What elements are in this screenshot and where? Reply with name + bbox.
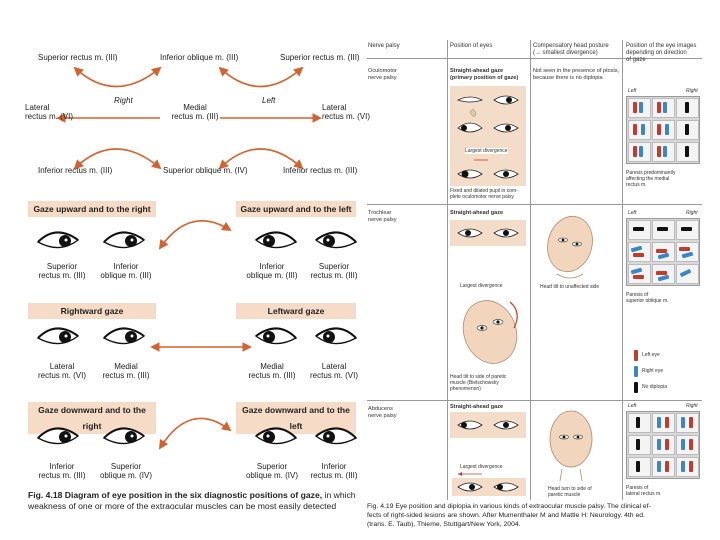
band-gaze-up-left: Gaze upward and to the left [236,201,356,217]
eye-label: Lateral rectus m. (VI) [34,362,90,380]
band-gaze-up-right: Gaze upward and to the right [28,201,156,217]
eye-label: Medial rectus m. (III) [98,362,154,380]
row-abducens-eyes-title: Straight-ahead gaze [450,404,503,411]
head-icon [540,405,602,483]
eye-icon [316,428,356,443]
eye-icon [256,232,296,247]
row-trochlear-eyes-title: Straight-ahead gaze [450,210,503,217]
row-trochlear-right: Right [686,210,698,216]
label-inferior-oblique-top: Inferior oblique m. (III) [160,53,238,62]
row-oculomotor-nerve: Oculomotor nerve palsy [368,68,397,81]
legend-no-diplopia: No diplopia [642,384,667,390]
row-trochlear-head: Head tilt to unaffected side [540,284,599,290]
eye-icon [38,232,78,247]
eye-label: Lateral rectus m. (VI) [306,362,362,380]
eye-icon [104,328,144,343]
header-nerve-palsy: Nerve palsy [368,43,400,50]
label-left: Left [262,96,275,105]
label-superior-rectus-right: Superior rectus m. (III) [280,53,360,62]
legend-right-eye-swatch [634,366,638,377]
row-abducens-head: Head turn to side of paretic muscle [548,486,592,498]
eye-icon [104,232,144,247]
label-lateral-rectus-right: Lateral rectus m. (VI) [322,103,370,121]
row-trochlear-left: Left [628,210,636,216]
eye-image-grid [626,96,700,164]
row-abducens-right: Right [686,403,698,409]
row-trochlear-eyes-note: Head tilt to side of paretic muscle (Bie… [450,374,506,392]
label-inferior-rectus-left: Inferior rectus m. (III) [38,166,112,175]
eye-image-grid [626,411,700,479]
row-trochlear-grid-note: Paresis of superior oblique m. [626,292,669,304]
header-head-posture: Compensatory head posture (→ smallest di… [533,43,609,57]
eye-position-drawing [452,222,524,244]
eye-position-drawing [452,86,524,186]
row-oculomotor-eyes-title: Straight-ahead gaze (primary position of… [450,68,518,81]
head-icon [537,212,603,284]
label-lateral-rectus-left: Lateral rectus m. (VI) [25,103,73,121]
label-inferior-rectus-right: Inferior rectus m. (III) [283,166,357,175]
legend-left-eye-swatch [634,350,638,361]
eye-position-drawing [452,470,526,496]
eye-icon [256,328,296,343]
eye-icon [38,428,78,443]
label-superior-rectus-left: Superior rectus m. (III) [38,53,118,62]
legend-no-diplopia-swatch [634,382,638,393]
figure-caption-left: Fig. 4.18 Diagram of eye position in the… [28,490,363,512]
eye-label: Inferior oblique m. (III) [98,262,154,280]
row-abducens-left: Left [628,403,636,409]
figure-caption-right: Fig. 4.19 Eye position and diplopia in v… [367,502,712,529]
eye-icon [316,328,356,343]
row-oculomotor-head: Not seen in the presence of ptosis, beca… [533,68,619,81]
table-divider [447,40,448,500]
eye-label: Superior rectus m. (III) [306,262,362,280]
row-abducens-nerve: Abducens nerve palsy [368,406,397,419]
eye-label: Superior oblique m. (IV) [98,462,154,480]
table-divider [367,204,702,205]
eye-icon [38,328,78,343]
eye-label: Medial rectus m. (III) [244,362,300,380]
left-upper-arc [220,68,302,87]
eye-icon [256,428,296,443]
row-trochlear-nerve: Trochlear nerve palsy [368,210,397,223]
eye-position-drawing [452,414,524,436]
row-oculomotor-left: Left [628,88,636,94]
eye-icon [104,428,144,443]
row-oculomotor-eyes-note: Fixed and dilated pupil in com- plete oc… [450,188,518,200]
label-right: Right [114,96,133,105]
header-position-of-eyes: Position of eyes [450,43,492,50]
eye-icon [316,232,356,247]
eye-label: Superior oblique m. (IV) [244,462,300,480]
header-eye-images: Position of the eye images depending on … [626,43,696,64]
legend-left-eye: Left eye [642,352,660,358]
label-medial-rectus: Medial rectus m. (III) [170,103,220,121]
right-upper-arc [75,68,160,87]
row-oculomotor-grid-note: Paresis predominantly affecting the medi… [626,170,675,188]
eye-label: Inferior rectus m. (III) [34,462,90,480]
row-oculomotor-divergence: Largest divergence [465,148,508,154]
row-abducens-grid-note: Paresis of lateral rectus m. [626,485,662,497]
table-divider [530,40,531,500]
eye-image-grid [626,218,700,286]
eye-label: Inferior rectus m. (III) [306,462,362,480]
table-divider [622,40,623,500]
table-divider [367,400,702,401]
caption-bold: Fig. 4.18 Diagram of eye position in the… [28,490,322,500]
label-superior-oblique-bottom: Superior oblique m. (IV) [163,166,247,175]
legend-right-eye: Right eye [642,368,663,374]
eye-label: Superior rectus m. (III) [34,262,90,280]
eye-label: Inferior oblique m. (III) [244,262,300,280]
row-trochlear-divergence: Largest divergence [460,283,503,289]
tilted-head-icon [452,292,528,372]
eye-illustrations [20,220,360,480]
row-oculomotor-right: Right [686,88,698,94]
